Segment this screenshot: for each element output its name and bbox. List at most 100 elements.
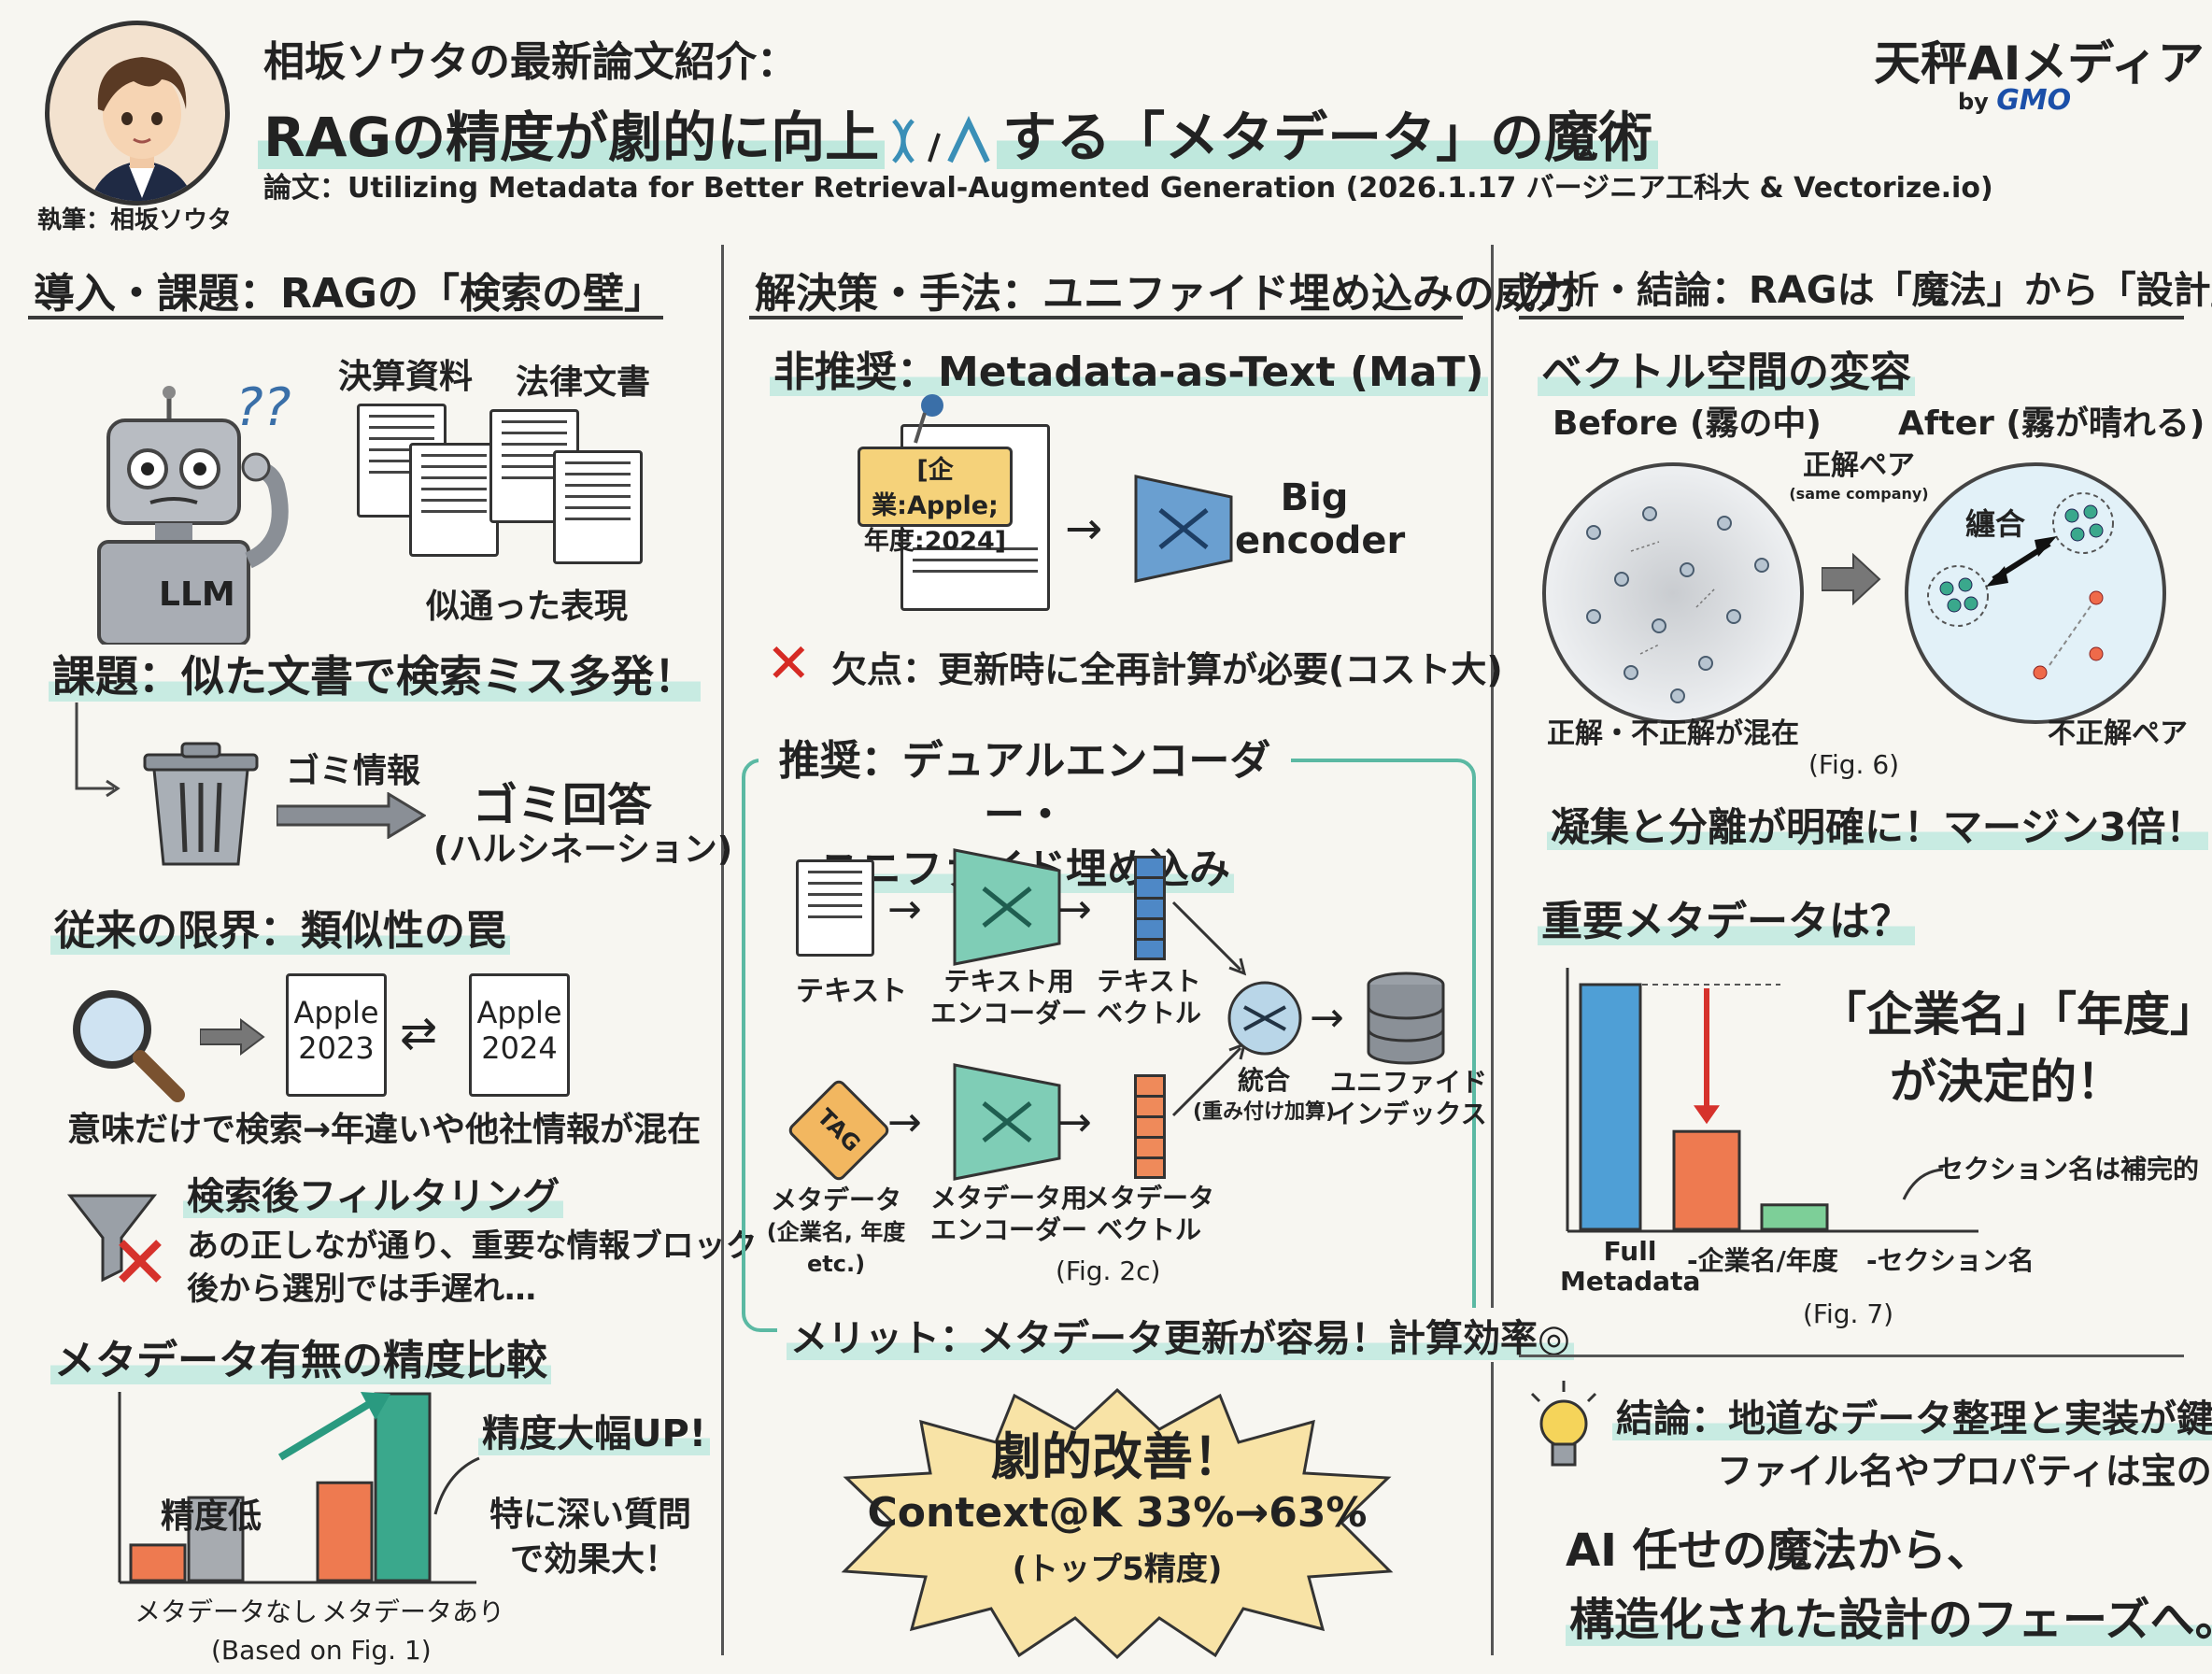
mat-title-text: 非推奨：Metadata-as-Text (MaT) [770, 348, 1488, 396]
arrow-right-icon [275, 791, 427, 840]
vector-space-title: ベクトル空間の変容 [1538, 338, 1915, 398]
page-title-part-b: する「メタデータ」の魔術 [997, 106, 1659, 169]
important-metadata-title: 重要メタデータは？ [1538, 887, 1915, 947]
column-divider-left [721, 245, 724, 1655]
burst-line2: Context@K 33%→63% [867, 1489, 1368, 1537]
section-note: セクション名は補完的 [1937, 1154, 2200, 1185]
decisive-note-line1: 「企業名」「年度」 [1820, 987, 2212, 1042]
doc-label-legal: 法律文書 [516, 363, 651, 402]
metadata-vector-label: メタデータベクトル [1084, 1183, 1214, 1246]
metadata-tag-box: [企業:Apple; 年度:2024] [858, 447, 1013, 556]
text-document-icon [796, 859, 874, 957]
text-vector-line2: ベクトル [1096, 998, 1201, 1029]
semantic-search-note: 意味だけで検索→年違いや他社情報が混在 [67, 1111, 702, 1149]
burst-line1: 劇的改善！ [991, 1427, 1243, 1486]
bar-full-metadata [1579, 983, 1642, 1231]
problem-statement-text: 課題：似た文書で検索ミス多発！ [49, 651, 701, 702]
bar-label-full-line1: Full [1603, 1236, 1657, 1267]
garbage-output-label: ゴミ回答 [473, 779, 653, 831]
metadata-vector-icon [1134, 1074, 1166, 1179]
metadata-encoder-icon [953, 1063, 1061, 1181]
paper-citation: 論文：Utilizing Metadata for Better Retriev… [263, 172, 1993, 205]
fig-7-caption: (Fig. 7) [1803, 1298, 1894, 1329]
merge-label-line1: 統合 [1237, 1065, 1290, 1096]
merit-note-text: メリット：メタデータ更新が容易！計算効率◎ [787, 1317, 1574, 1360]
right-title-underline [1519, 316, 2184, 319]
question-marks: ?? [235, 377, 291, 438]
mat-title: 非推奨：Metadata-as-Text (MaT) [770, 338, 1488, 398]
arrow-right-icon: → [887, 1099, 922, 1146]
text-vector-line1: テキスト [1097, 966, 1201, 997]
metadata-tag-line2: 年度:2024] [863, 527, 1007, 556]
right-section-title: 分析・結論：RAGは「魔法」から「設計」へ [1524, 269, 2212, 312]
text-encoder-label: テキスト用エンコーダー [925, 966, 1093, 1029]
pushpin-icon [906, 392, 953, 448]
metadata-encoder-line2: エンコーダー [929, 1214, 1087, 1245]
compare-title-text: メタデータ有無の精度比較 [50, 1337, 551, 1384]
chart-metadata-comparison [118, 1392, 476, 1584]
before-label: Before (霧の中) [1553, 404, 1822, 443]
recommended-title-line1: 推奨：デュアルエンコーダー・ [778, 737, 1271, 839]
big-encoder-line1: Big [1280, 476, 1349, 519]
document-apple-2024-line1: Apple [476, 995, 562, 1030]
metadata-tag-line1: [企業:Apple; [872, 456, 999, 520]
robot-icon [80, 383, 323, 646]
accuracy-up-text: 精度大幅UP! [478, 1412, 711, 1455]
final-message-2-text: 構造化された設計のフェーズへ。 [1566, 1594, 2212, 1646]
bar-minus-section [1760, 1203, 1829, 1231]
document-icon [553, 450, 643, 564]
unified-index-line1: ユニファイド [1329, 1067, 1487, 1098]
merge-node-icon [1227, 981, 1302, 1056]
conclusion-divider [1519, 1355, 2184, 1357]
similar-expression-label: 似通った表現 [426, 588, 629, 626]
brand-by-text: by [1958, 89, 1989, 115]
garbage-input-label: ゴミ情報 [286, 752, 421, 790]
header-kicker: 相坂ソウタの最新論文紹介： [263, 38, 798, 86]
burst-line3: (トップ5精度) [1012, 1551, 1223, 1588]
metadata-vector-line2: ベクトル [1096, 1214, 1201, 1245]
margin-conclusion-text: 凝集と分離が明確に！マージン3倍！ [1547, 804, 2209, 850]
limit-title-text: 従来の限界：類似性の罠 [50, 907, 510, 955]
merit-note: メリット：メタデータ更新が容易！計算効率◎ [777, 1308, 1583, 1362]
accuracy-up-label: 精度大幅UP! [478, 1403, 711, 1457]
text-input-label: テキスト [796, 975, 908, 1008]
left-title-underline [28, 316, 663, 319]
brand-logo: 天秤AIメディア [1874, 36, 2205, 91]
pointer-line-icon [428, 1454, 484, 1519]
final-message-2: 構造化された設計のフェーズへ。 [1566, 1582, 2212, 1648]
merge-label: 統合(重み付け加算) [1184, 1065, 1343, 1128]
middle-title-underline [749, 316, 1463, 319]
decisive-note-line2: が決定的！ [1890, 1055, 2123, 1109]
conclusion-line-1-text: 結論：地道なデータ整理と実装が鍵。 [1612, 1397, 2212, 1440]
metadata-encoder-label: メタデータ用エンコーダー [925, 1183, 1093, 1246]
avatar-caption: 執筆：相坂ソウタ [37, 206, 233, 234]
document-apple-2024-line2: 2024 [481, 1030, 558, 1066]
hallucination-label: (ハルシネーション) [433, 830, 733, 869]
filter-note-2: 後から選別では手遅れ… [187, 1270, 536, 1308]
arrow-right-icon: → [1065, 503, 1103, 555]
fig-2c-caption: (Fig. 2c) [1056, 1256, 1161, 1286]
bar-label-company-year: -企業名/年度 [1687, 1245, 1838, 1276]
arrow-right-icon: → [1310, 994, 1344, 1042]
filter-title: 検索後フィルタリング [183, 1166, 564, 1220]
conclusion-line-2: ファイル名やプロパティは宝の山！ [1717, 1451, 2212, 1492]
filter-title-text: 検索後フィルタリング [183, 1175, 564, 1218]
document-apple-2023-line1: Apple [293, 995, 379, 1030]
unified-index-label: ユニファイドインデックス [1325, 1067, 1493, 1130]
arrow-right-icon: → [1057, 886, 1092, 933]
text-encoder-icon [953, 848, 1061, 966]
metadata-input-line2: (企業名, 年度etc.) [766, 1219, 906, 1277]
bar-no-meta-s2 [187, 1496, 245, 1582]
cross-icon: ✕ [766, 631, 812, 695]
swap-arrows-icon: ⇄ [400, 1007, 438, 1059]
bar-with-meta-s2 [374, 1392, 432, 1582]
document-apple-2023-line2: 2023 [298, 1030, 375, 1066]
robot-llm-label: LLM [159, 575, 235, 614]
chart-metadata-importance [1566, 968, 1978, 1233]
big-encoder-icon [1134, 475, 1233, 583]
deep-question-note-2: で効果大！ [510, 1540, 679, 1579]
fig-6-caption: (Fig. 6) [1808, 749, 1900, 780]
